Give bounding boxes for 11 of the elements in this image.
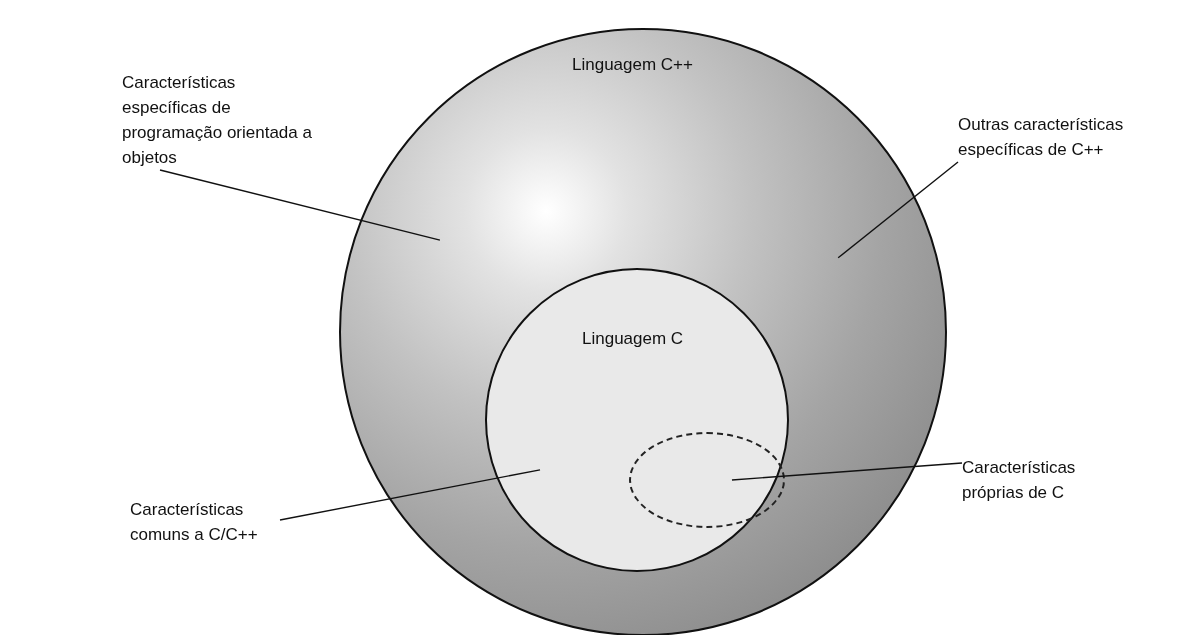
leader-line	[731, 462, 963, 481]
dashed-ellipse	[629, 432, 785, 528]
circle-title: Linguagem C++	[572, 54, 693, 76]
callout-label: Características específicas de programação orientada a objetos	[122, 72, 313, 169]
circle-title: Linguagem C	[582, 328, 684, 350]
leader-line	[837, 161, 959, 259]
callout-label: Características comuns a C/C++	[130, 499, 259, 546]
leader-line	[159, 169, 441, 241]
leader-line	[279, 469, 541, 521]
callout-label: Características próprias de C	[962, 457, 1077, 504]
callout-label: Outras características específicas de C++	[958, 114, 1125, 161]
